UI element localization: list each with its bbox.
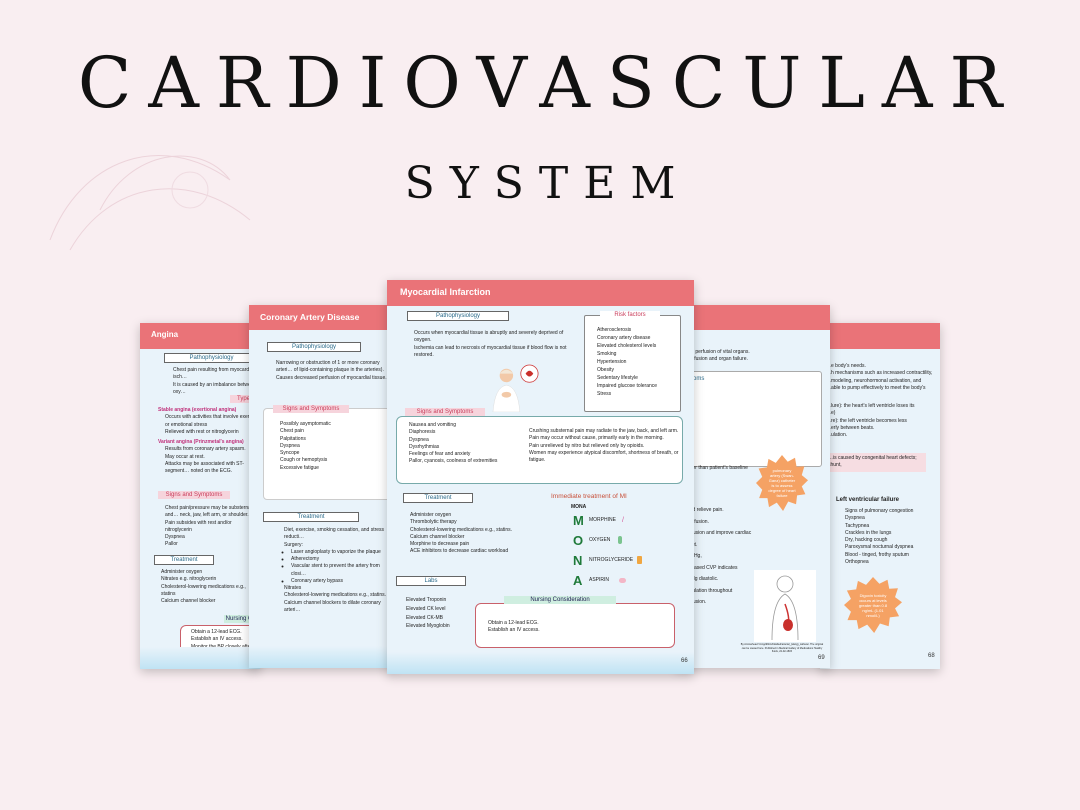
page-coronary-artery-disease: Coronary Artery Disease Pathophysiology … <box>249 305 394 668</box>
treatment-label: Treatment <box>403 493 473 503</box>
page-heart-failure: …ate perfusion of vital organs.…perfusio… <box>676 305 830 668</box>
pathophysiology-label: Pathophysiology <box>267 342 361 352</box>
page-subtitle: SYSTEM <box>404 158 691 209</box>
shunt-text: …is caused by congenital heart defects; … <box>826 453 926 472</box>
signs-left-text: Nausea and vomitingDiaphoresisDyspneaDys… <box>402 422 522 466</box>
risk-factors-text: AtherosclerosisCoronary artery diseaseEl… <box>590 326 680 398</box>
intro-text: …ate perfusion of vital organs.…perfusio… <box>682 349 750 363</box>
types-text: Stable angina (exertional angina) Occurs… <box>158 407 260 475</box>
image-caption: By Arrowshead ©Ang/dibbish/dallied/arter… <box>740 643 824 654</box>
nursing-text: Obtain a 12-lead ECG.Establish an IV acc… <box>481 620 661 635</box>
mona-label: MONA <box>571 504 587 510</box>
nursing-label: Nursing Consideration <box>504 596 616 604</box>
wave-decoration <box>387 652 694 674</box>
syringe-icon: / <box>621 516 624 524</box>
page-heart-failure-right: …e body's needs.…h mechanisms such as in… <box>820 323 940 669</box>
signs-label: Signs and Symptoms <box>158 491 230 499</box>
signs-box <box>263 408 394 500</box>
wave-decoration <box>249 646 394 668</box>
baseline-text: …lower than patient's baseline <box>680 465 748 471</box>
mona-item: O OXYGEN <box>573 530 673 550</box>
wave-decoration <box>140 647 260 669</box>
lvf-text: Signs of pulmonary congestionDyspneaTach… <box>838 508 938 566</box>
signs-box <box>396 416 683 484</box>
page-header: Coronary Artery Disease <box>249 305 394 330</box>
labs-label: Labs <box>396 576 466 586</box>
decorative-line-art <box>49 155 251 251</box>
pathophysiology-label: Pathophysiology <box>164 353 259 363</box>
pill-bottle-icon <box>637 556 643 564</box>
page-angina: Angina Pathophysiology Chest pain result… <box>140 323 260 669</box>
types-text: …lure): the heart's left ventricle loses… <box>826 403 915 438</box>
mona-item: M MORPHINE / <box>573 512 624 528</box>
digoxin-callout: Digoxin toxicity occurs at levels greate… <box>844 577 902 633</box>
pathophysiology-text: Narrowing or obstruction of 1 or more co… <box>269 360 394 382</box>
types-label: Types <box>230 395 260 403</box>
page-header: Angina <box>140 323 260 349</box>
oxygen-tank-icon <box>618 536 623 544</box>
pathophysiology-label: Pathophysiology <box>407 311 509 321</box>
pathophysiology-text: Chest pain resulting from myocardial isc… <box>166 367 260 396</box>
treatment-text: Administer oxygenNitrates e.g. nitroglyc… <box>154 569 260 605</box>
signs-text: Possibly asymptomaticChest painPalpitati… <box>273 421 373 472</box>
immediate-treatment-label: Immediate treatment of MI <box>551 493 627 500</box>
treatment-label: Treatment <box>263 512 359 522</box>
page-myocardial-infarction: Myocardial Infarction Pathophysiology Oc… <box>387 280 694 674</box>
mona-list: M MORPHINE / O OXYGEN N NITROGLYCERIDE A… <box>573 510 673 590</box>
page-number: 69 <box>818 655 825 661</box>
page-number: 66 <box>681 658 688 664</box>
interventions-text: …and relieve pain.…perfusion.…erfusion a… <box>682 507 752 605</box>
pill-icon <box>619 577 627 583</box>
treatment-text: Diet, exercise, smoking cessation, and s… <box>277 527 394 614</box>
mona-item: A ASPIRIN <box>573 570 673 590</box>
page-header <box>676 305 830 330</box>
nursing-label: Nursing C… <box>224 615 260 623</box>
signs-label: Signs and Symptoms <box>405 408 485 416</box>
page-header: Myocardial Infarction <box>387 280 694 306</box>
catheter-illustration <box>754 570 816 642</box>
patient-chest-pain-illustration <box>492 364 539 412</box>
signs-text: Chest pain/pressure may be substernal an… <box>158 505 260 549</box>
treatment-label: Treatment <box>154 555 214 565</box>
page-header <box>820 323 940 349</box>
treatment-text: Administer oxygenThrombolytic therapyCho… <box>403 512 543 556</box>
intro-text: …e body's needs.…h mechanisms such as in… <box>826 363 933 391</box>
labs-text: Elevated TroponinElevated CK levelElevat… <box>399 596 479 631</box>
risk-factors-label: Risk factors <box>600 311 660 319</box>
page-number: 68 <box>928 653 935 659</box>
pathophysiology-text: Occurs when myocardial tissue is abruptl… <box>407 330 571 359</box>
signs-right-text: Crushing substernal pain may radiate to … <box>522 428 680 464</box>
mona-item: N NITROGLYCERIDE <box>573 550 673 570</box>
symptoms-box <box>676 371 822 467</box>
signs-label: Signs and Symptoms <box>273 405 349 413</box>
lvf-label: Left ventricular failure <box>836 497 900 503</box>
page-title: CARDIOVASCULAR <box>77 42 1020 124</box>
